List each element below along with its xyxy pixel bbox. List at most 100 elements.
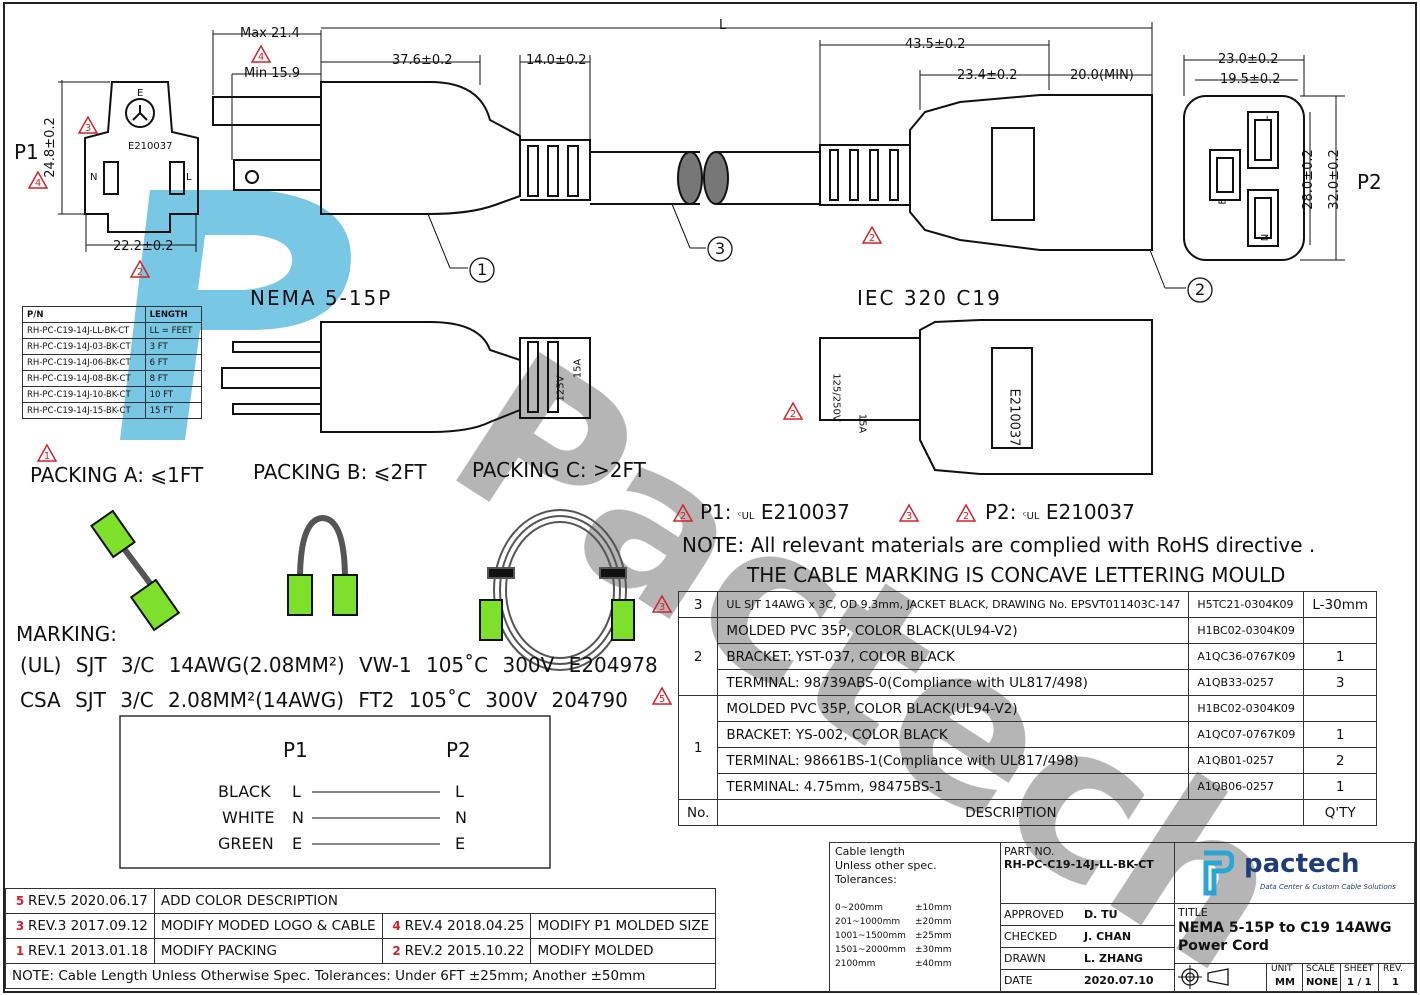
p2-label: P2: [1357, 170, 1382, 194]
rev-date: 2020.06.17: [70, 893, 148, 909]
rev-id: REV.1: [28, 943, 67, 959]
tol-value: ±40mm: [915, 959, 952, 969]
length-cell: 15 FT: [144, 402, 203, 419]
bom-qty: 2: [1303, 747, 1378, 774]
p1-face-n: N: [90, 172, 98, 183]
part-no-value: RH-PC-C19-14J-LL-BK-CT: [1004, 858, 1154, 871]
rev-label: REV.: [1383, 964, 1403, 974]
table-row: 2 MOLDED PVC 35P, COLOR BLACK(UL94-V2) H…: [677, 617, 1378, 696]
bom-qty: [1303, 617, 1378, 644]
note-marking: THE CABLE MARKING IS CONCAVE LETTERING M…: [747, 563, 1286, 587]
svg-text:3: 3: [659, 602, 665, 613]
sheet-value: 1 / 1: [1347, 977, 1372, 988]
checked-row: CHECKED J. CHAN: [1000, 925, 1174, 948]
c19-molded-view: [819, 319, 1153, 475]
packing-c: PACKING C: >2FT: [472, 458, 646, 482]
wiring-p2-l: L: [455, 782, 464, 801]
cert-p2-number: E210037: [1045, 500, 1135, 524]
rev-date: 2015.10.22: [447, 943, 525, 959]
approved-value: D. TU: [1084, 908, 1118, 921]
checked-value: J. CHAN: [1084, 930, 1132, 943]
table-row: NOTE: Cable Length Unless Otherwise Spec…: [4, 963, 717, 989]
title-line1: NEMA 5-15P to C19 14AWG: [1178, 920, 1392, 936]
packing-c-illustration: [479, 509, 635, 671]
bom-part: A1QB01-0257: [1188, 747, 1305, 774]
bom-qty: L-30mm: [1303, 591, 1378, 618]
bom-qty: 3: [1303, 669, 1378, 696]
table-row: 1 MOLDED PVC 35P, COLOR BLACK(UL94-V2) H…: [677, 695, 1378, 800]
bom-no: 1: [677, 695, 719, 800]
dim-max: Max 21.4: [240, 26, 300, 41]
wiring-p1-e: E: [292, 834, 303, 853]
approved-row: APPROVED D. TU: [1000, 903, 1174, 926]
wiring-p2-e: E: [455, 834, 466, 853]
rev-id: REV.2: [404, 943, 443, 959]
sheet-label: SHEET: [1344, 964, 1374, 974]
p1-face-cert: E210037: [128, 141, 173, 152]
bom-part: A1QB06-0257: [1188, 773, 1305, 800]
dim-37: 37.6±0.2: [392, 53, 453, 68]
packing-b-illustration: [287, 514, 358, 616]
bom-part: H1BC02-0304K09: [1188, 695, 1305, 722]
cert-p2-label: P2:: [985, 500, 1017, 524]
dim-195: 19.5±0.2: [1220, 72, 1281, 87]
date-row: DATE 2020.07.10: [1000, 969, 1174, 991]
svg-text:4: 4: [258, 52, 264, 63]
pactech-logo-icon: [1203, 850, 1234, 896]
note-rohs: NOTE: All relevant materials are complie…: [682, 533, 1316, 557]
drawn-label: DRAWN: [1004, 952, 1046, 965]
rev-date: 2018.04.25: [447, 918, 525, 934]
bom-desc: MOLDED PVC 35P, COLOR BLACK(UL94-V2): [717, 695, 1190, 722]
bom-desc: MOLDED PVC 35P, COLOR BLACK(UL94-V2): [717, 617, 1190, 644]
plug-rating-v: 125V: [555, 375, 567, 402]
cert-line-p1: P1: ᶜUL E210037: [700, 500, 850, 524]
bom-qty: [1303, 695, 1378, 722]
svg-text:5: 5: [659, 694, 665, 705]
rev-id: REV.3: [28, 918, 67, 934]
c19-cert: E210037: [1006, 388, 1022, 447]
wiring-p1-n: N: [292, 808, 304, 827]
dim-435: 43.5±0.2: [905, 37, 966, 52]
date-value: 2020.07.10: [1084, 974, 1154, 987]
bom-no: 3: [677, 591, 719, 618]
bom-table: 3 UL SJT 14AWG x 3C, OD 9.3mm, JACKET BL…: [677, 591, 1378, 826]
iec-title: IEC 320 C19: [857, 286, 1002, 310]
scale-value: NONE: [1306, 977, 1339, 988]
bom-qty: 1: [1303, 773, 1378, 800]
tol-value: ±25mm: [915, 931, 952, 941]
ul-mark-icon: ᶜUL: [1022, 511, 1040, 522]
c19-rating-a: 15A: [856, 413, 868, 434]
tol-value: ±10mm: [915, 903, 952, 913]
bom-desc: BRACKET: YST-037, COLOR BLACK: [717, 643, 1190, 670]
pn-cell: RH-PC-C19-14J-LL-BK-CT: [22, 322, 146, 339]
bom-header-desc: DESCRIPTION: [717, 799, 1305, 826]
table-row: 3 UL SJT 14AWG x 3C, OD 9.3mm, JACKET BL…: [677, 591, 1378, 618]
tol-value: ±20mm: [915, 917, 952, 927]
sheet-info-row: UNIT MM SCALE NONE SHEET 1 / 1 REV. 1: [1174, 963, 1414, 991]
p1-face-l: L: [186, 172, 192, 183]
rev-desc: MODIFY MOLDED: [530, 938, 717, 964]
p2-face-l: L: [1259, 115, 1271, 122]
marking-line-ul: (UL) SJT 3/C 14AWG(2.08MM²) VW-1 105˚C 3…: [20, 653, 658, 677]
length-cell: LL = FEET: [144, 322, 203, 339]
unless-label: Unless other spec.: [835, 859, 937, 872]
dim-230: 23.0±0.2: [1218, 52, 1279, 67]
nema-title: NEMA 5-15P: [250, 286, 393, 310]
rev-date: 2017.09.12: [70, 918, 148, 934]
wiring-p2-n: N: [455, 808, 467, 827]
c19-connector-side-view: [819, 94, 1153, 251]
bom-header-no: No.: [677, 799, 719, 826]
tol-value: ±30mm: [915, 945, 952, 955]
table-row: BRACKET: YST-037, COLOR BLACK A1QC36-076…: [679, 643, 1378, 670]
length-cell: 10 FT: [144, 386, 203, 403]
title-box: TITLE NEMA 5-15P to C19 14AWG Power Cord: [1174, 903, 1414, 964]
